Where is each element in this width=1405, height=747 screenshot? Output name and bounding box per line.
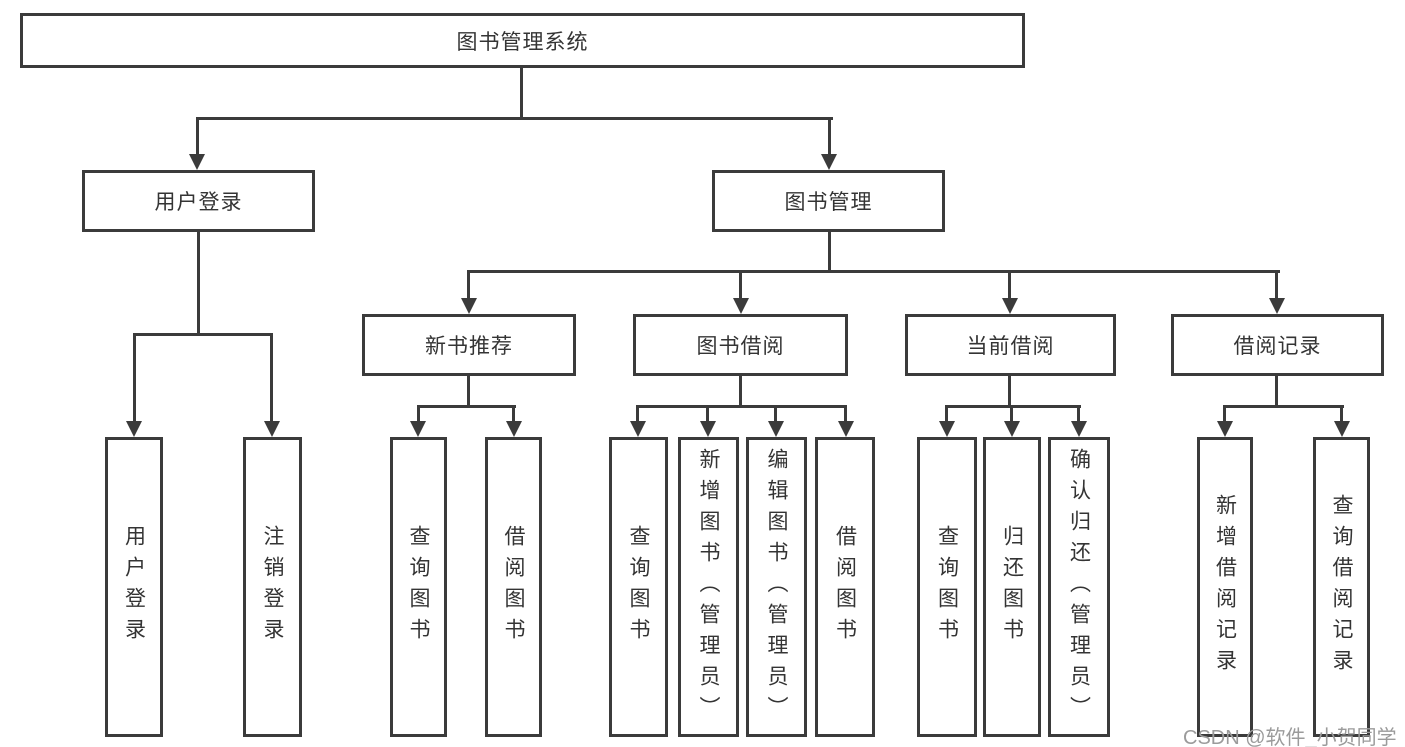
arrow-down-icon bbox=[1071, 421, 1087, 437]
connector-line bbox=[1223, 405, 1344, 408]
arrow-down-icon bbox=[630, 421, 646, 437]
connector-line bbox=[467, 270, 1280, 273]
connector-line bbox=[1275, 376, 1278, 407]
connector-line bbox=[196, 117, 833, 120]
connector-line bbox=[1010, 405, 1013, 422]
connector-line bbox=[1340, 405, 1343, 422]
node-current-borrow: 当前借阅 bbox=[905, 314, 1116, 376]
leaf-borrow-books-recommend: 借阅图书 bbox=[485, 437, 542, 737]
node-borrow-records: 借阅记录 bbox=[1171, 314, 1384, 376]
connector-line bbox=[1008, 270, 1011, 299]
node-book-management: 图书管理 bbox=[712, 170, 945, 232]
connector-line bbox=[133, 333, 273, 336]
connector-line bbox=[1275, 270, 1278, 299]
arrow-down-icon bbox=[821, 154, 837, 170]
arrow-down-icon bbox=[700, 421, 716, 437]
arrow-down-icon bbox=[189, 154, 205, 170]
connector-line bbox=[417, 405, 516, 408]
leaf-query-borrow-record: 查询借阅记录 bbox=[1313, 437, 1370, 737]
connector-line bbox=[739, 376, 742, 407]
connector-line bbox=[196, 117, 199, 155]
connector-line bbox=[270, 333, 273, 422]
arrow-down-icon bbox=[1002, 298, 1018, 314]
connector-line bbox=[706, 405, 709, 422]
connector-line bbox=[197, 232, 200, 336]
arrow-down-icon bbox=[1004, 421, 1020, 437]
connector-line bbox=[636, 405, 847, 408]
connector-line bbox=[1077, 405, 1080, 422]
leaf-borrow-books: 借阅图书 bbox=[815, 437, 875, 737]
connector-line bbox=[828, 232, 831, 273]
arrow-down-icon bbox=[838, 421, 854, 437]
leaf-add-borrow-record: 新增借阅记录 bbox=[1197, 437, 1253, 737]
arrow-down-icon bbox=[461, 298, 477, 314]
arrow-down-icon bbox=[1217, 421, 1233, 437]
leaf-add-books-admin: 新增图书（管理员） bbox=[678, 437, 739, 737]
arrow-down-icon bbox=[126, 421, 142, 437]
leaf-user-login: 用户登录 bbox=[105, 437, 163, 737]
node-book-borrow: 图书借阅 bbox=[633, 314, 848, 376]
connector-line bbox=[774, 405, 777, 422]
leaf-edit-books-admin: 编辑图书（管理员） bbox=[746, 437, 807, 737]
connector-line bbox=[417, 405, 420, 422]
connector-line bbox=[467, 376, 470, 407]
arrow-down-icon bbox=[939, 421, 955, 437]
arrow-down-icon bbox=[733, 298, 749, 314]
arrow-down-icon bbox=[506, 421, 522, 437]
arrow-down-icon bbox=[410, 421, 426, 437]
connector-line bbox=[1223, 405, 1226, 422]
arrow-down-icon bbox=[1334, 421, 1350, 437]
connector-line bbox=[520, 68, 523, 119]
leaf-return-books: 归还图书 bbox=[983, 437, 1041, 737]
arrow-down-icon bbox=[1269, 298, 1285, 314]
connector-line bbox=[945, 405, 948, 422]
connector-line bbox=[844, 405, 847, 422]
leaf-query-books-borrow: 查询图书 bbox=[609, 437, 668, 737]
connector-line bbox=[828, 117, 831, 155]
node-root: 图书管理系统 bbox=[20, 13, 1025, 68]
node-user-login: 用户登录 bbox=[82, 170, 315, 232]
arrow-down-icon bbox=[768, 421, 784, 437]
node-new-book-recommend: 新书推荐 bbox=[362, 314, 576, 376]
connector-line bbox=[945, 405, 1081, 408]
leaf-query-books-recommend: 查询图书 bbox=[390, 437, 447, 737]
connector-line bbox=[512, 405, 515, 422]
leaf-query-books-current: 查询图书 bbox=[917, 437, 977, 737]
leaf-logout: 注销登录 bbox=[243, 437, 302, 737]
connector-line bbox=[1008, 376, 1011, 407]
connector-line bbox=[636, 405, 639, 422]
csdn-watermark: CSDN @软件_小贺同学 bbox=[1183, 727, 1397, 747]
leaf-confirm-return-admin: 确认归还（管理员） bbox=[1048, 437, 1110, 737]
connector-line bbox=[739, 270, 742, 299]
connector-line bbox=[467, 270, 470, 299]
connector-line bbox=[133, 333, 136, 422]
arrow-down-icon bbox=[264, 421, 280, 437]
